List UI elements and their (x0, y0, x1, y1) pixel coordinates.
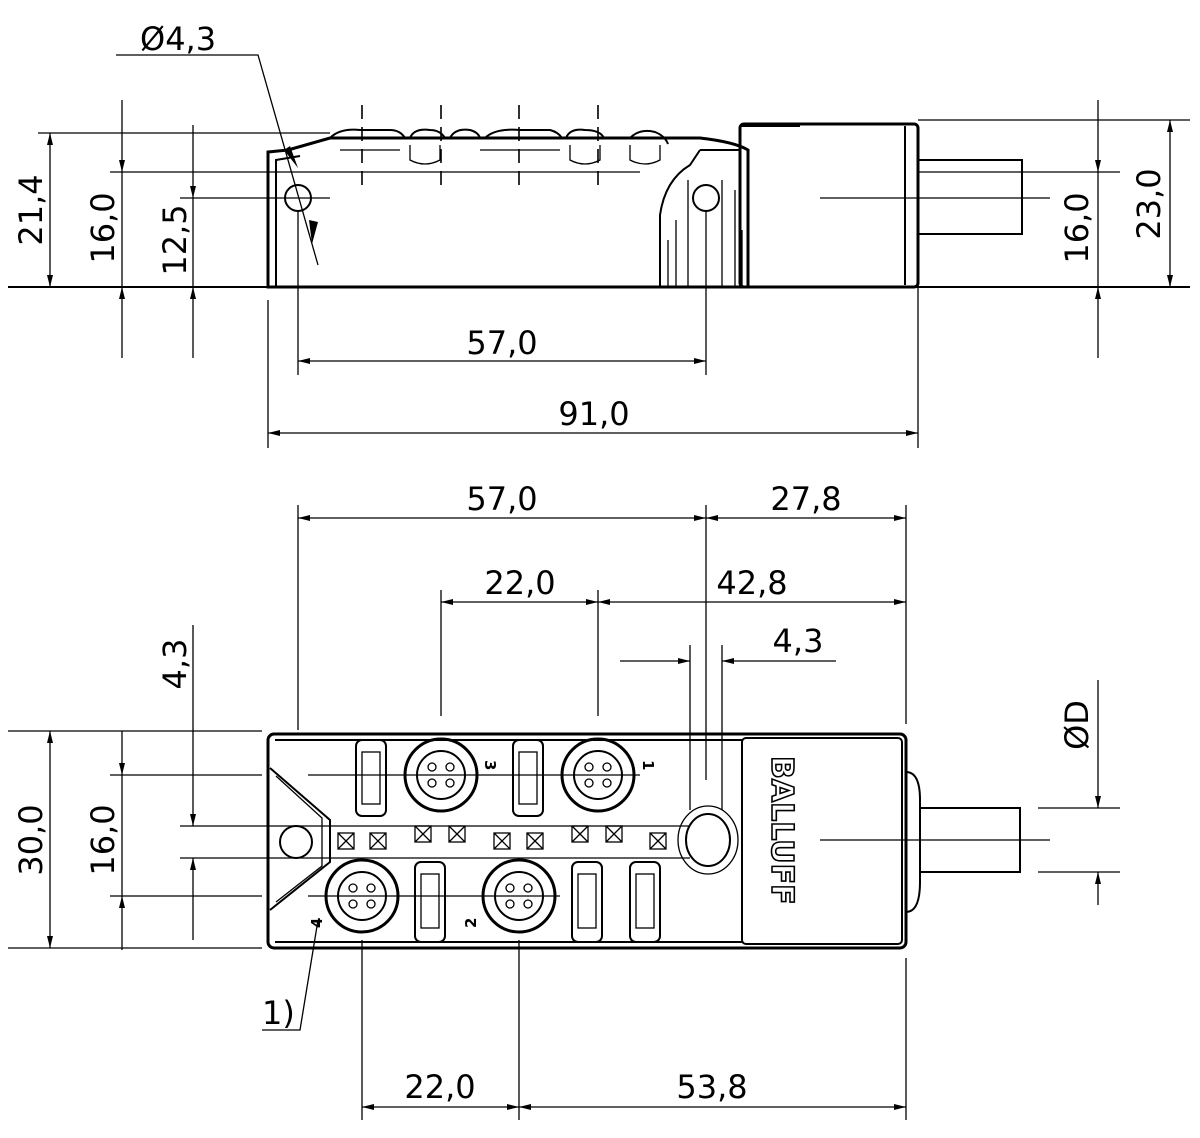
led-indicators (337, 825, 667, 850)
dim-width-57-0-front: 57,0 (466, 480, 537, 518)
front-mount-hole-left (279, 825, 313, 859)
dim-cable-diameter: ØD (1058, 700, 1096, 750)
label-windows (355, 739, 661, 943)
port-number-1: 1 (639, 760, 657, 770)
dim-width-27-8: 27,8 (770, 480, 841, 518)
port-number-3: 3 (481, 760, 499, 770)
cable-end-block (741, 737, 903, 945)
front-view: 3 1 2 4 BALLUFF (8, 480, 1120, 1120)
dim-offset-4-3: 4,3 (156, 639, 194, 690)
dim-height-16-0-left: 16,0 (84, 192, 122, 263)
top-view: Ø4,3 21,4 16,0 12,5 57,0 91,0 16,0 23,0 (8, 20, 1190, 448)
dim-width-22-0-top: 22,0 (484, 564, 555, 602)
dim-height-12-5: 12,5 (156, 204, 194, 275)
dim-width-22-0-bottom: 22,0 (404, 1068, 475, 1106)
dim-height-30-0: 30,0 (12, 804, 50, 875)
dim-width-4-3: 4,3 (773, 622, 824, 660)
dim-height-16-0-front: 16,0 (84, 804, 122, 875)
dim-width-91-0: 91,0 (558, 395, 629, 433)
dim-height-16-0-right: 16,0 (1058, 192, 1096, 263)
dim-width-53-8: 53,8 (676, 1068, 747, 1106)
cable-housing (738, 122, 920, 289)
dim-height-23-0: 23,0 (1130, 168, 1168, 239)
port-number-2: 2 (462, 918, 480, 928)
dim-height-21-4: 21,4 (12, 174, 50, 245)
balluff-logo: BALLUFF (764, 756, 799, 905)
front-mount-hole-right (685, 813, 731, 867)
front-housing (266, 732, 908, 950)
top-connector-bumps (329, 128, 669, 145)
cable (917, 159, 1023, 235)
housing-outline (266, 136, 750, 289)
footnote-marker: 1) (262, 994, 295, 1032)
mount-hole-right (692, 184, 720, 212)
dim-width-57-0-top: 57,0 (466, 324, 537, 362)
dim-width-42-8: 42,8 (716, 564, 787, 602)
dim-hole-diameter: Ø4,3 (140, 20, 216, 58)
